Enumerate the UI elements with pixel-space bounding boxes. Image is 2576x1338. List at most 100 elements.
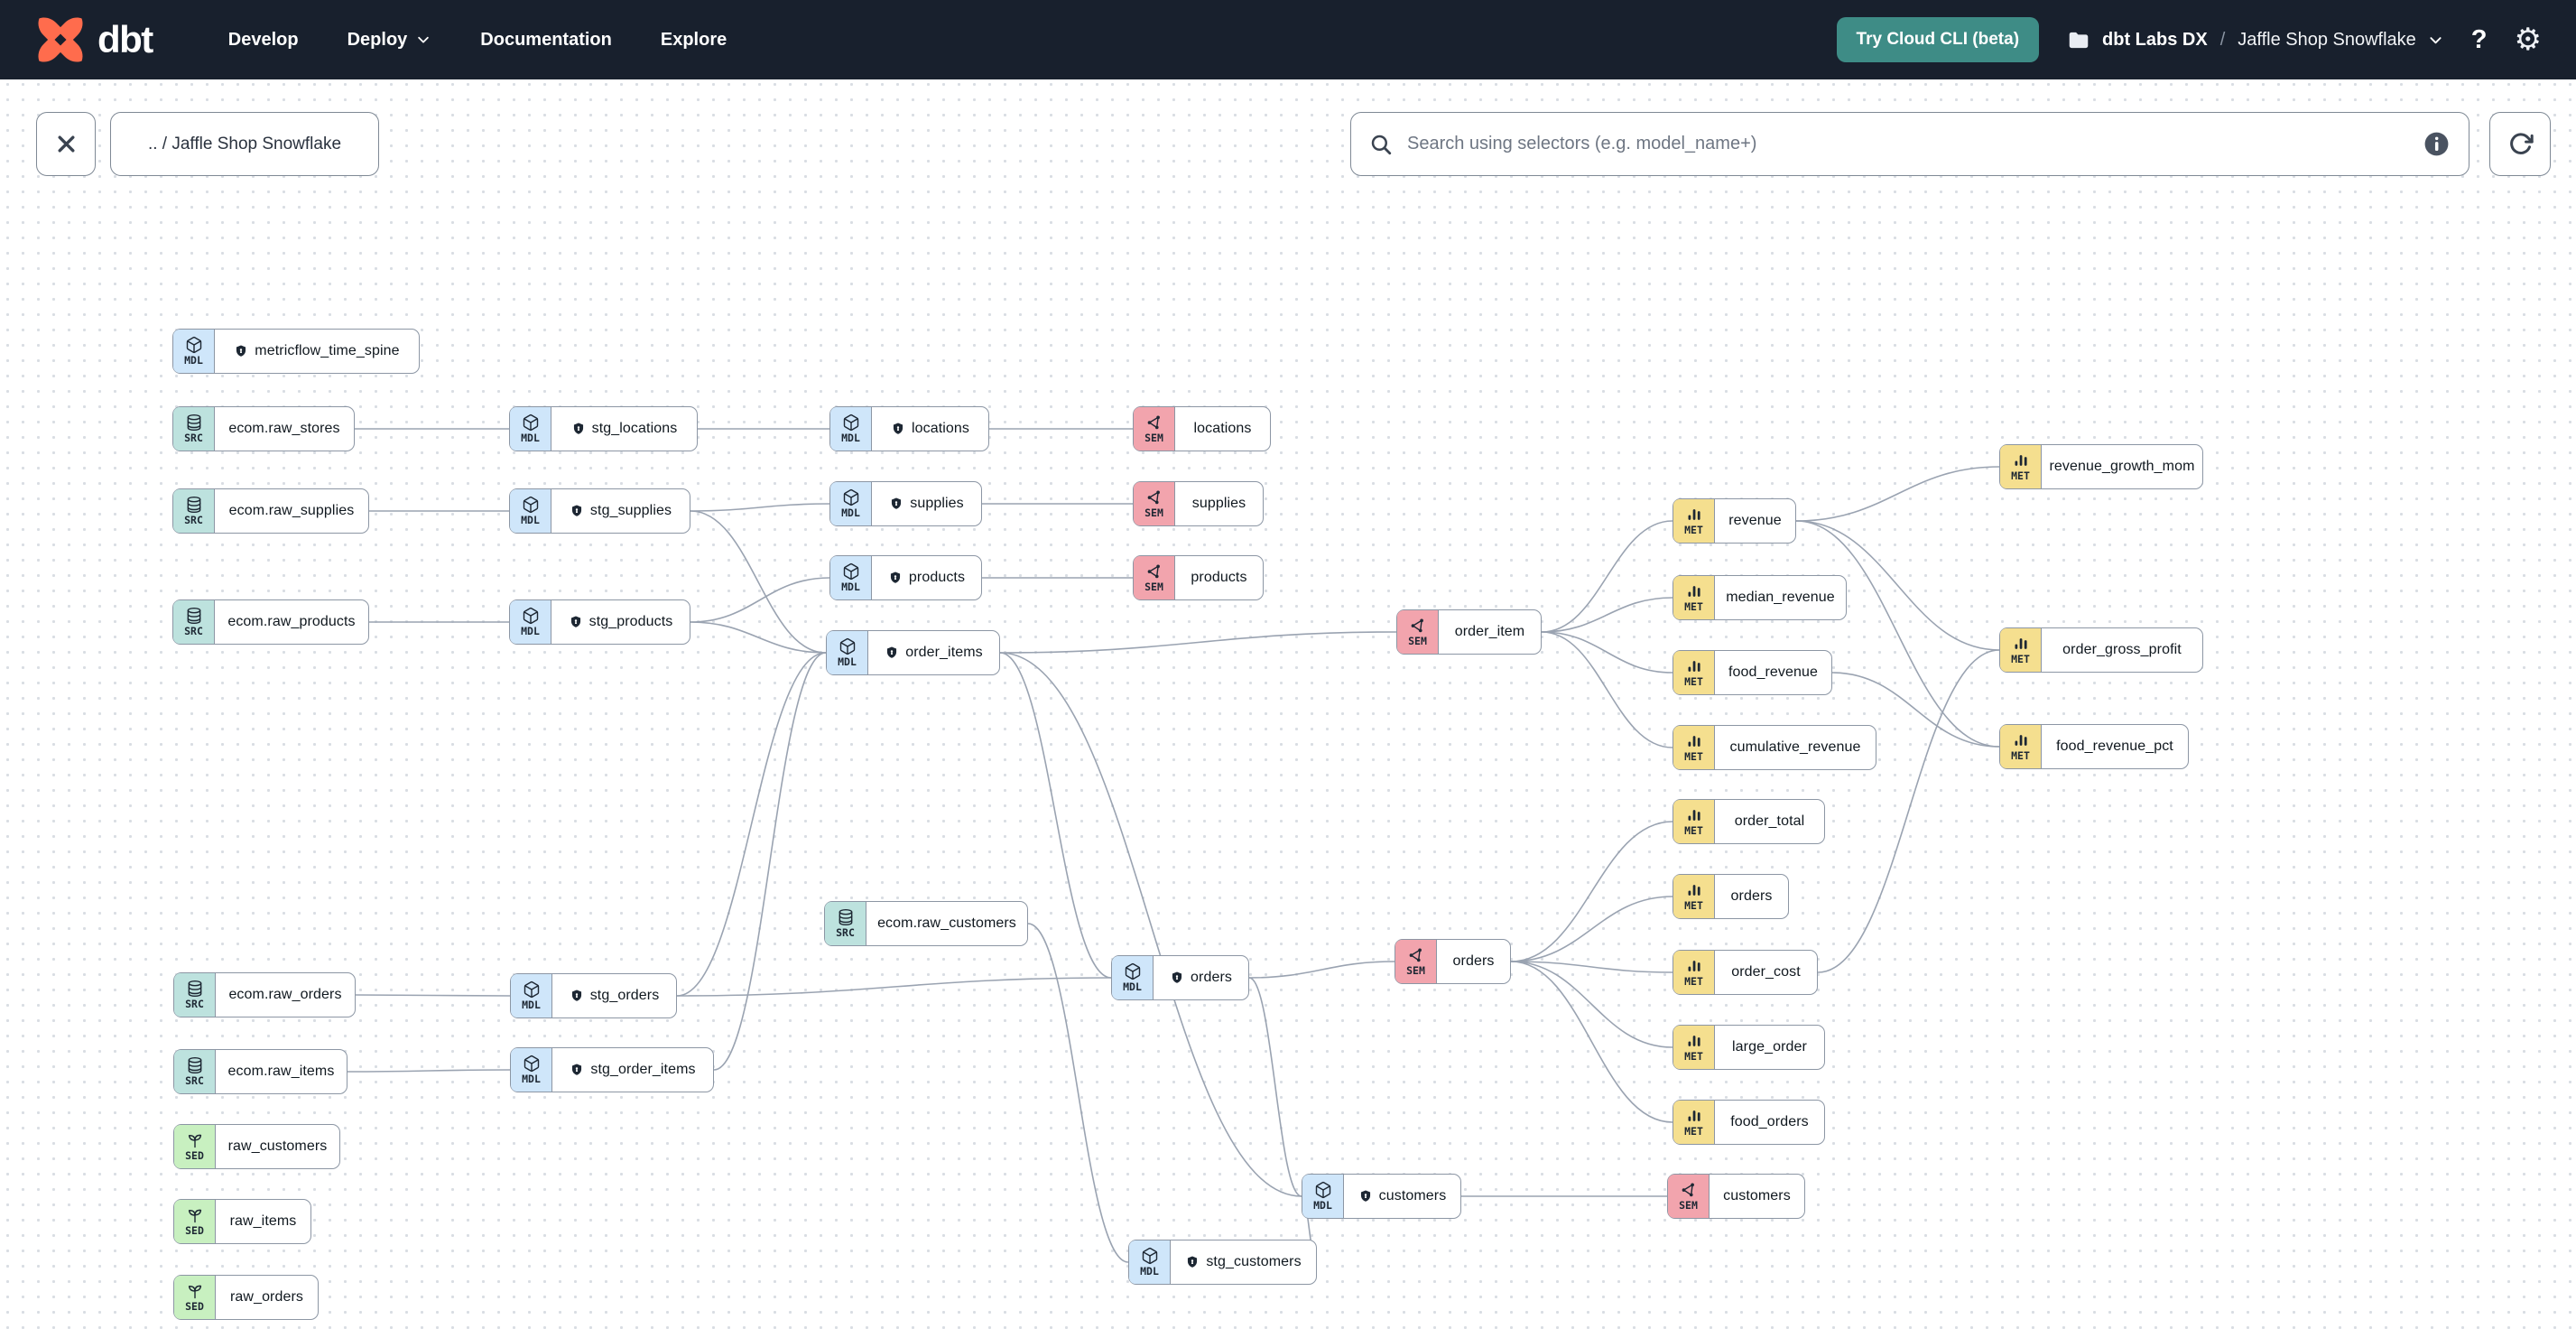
node-label: supplies	[1191, 496, 1246, 511]
node-label-area: order_items	[868, 631, 999, 674]
project-switcher[interactable]: dbt Labs DX / Jaffle Shop Snowflake	[2066, 27, 2444, 52]
shield-icon	[569, 615, 583, 629]
nav-link-label: Deploy	[347, 29, 408, 50]
edge-stg_supplies-order_items	[690, 510, 827, 654]
node-label: customers	[1378, 1188, 1447, 1203]
edge-met_order_cost-met_order_gross_profit	[1817, 649, 2000, 973]
info-icon[interactable]	[2423, 130, 2451, 158]
breadcrumb[interactable]: .. / Jaffle Shop Snowflake	[110, 112, 379, 176]
shield-icon	[888, 571, 903, 585]
node-label: customers	[1723, 1188, 1791, 1203]
selector-search[interactable]	[1350, 112, 2469, 176]
cube-icon	[842, 562, 860, 581]
edge-ecom_raw_customers-stg_customers	[1027, 923, 1129, 1263]
gear-icon[interactable]: ⚙	[2514, 23, 2542, 57]
cube-icon	[523, 1055, 541, 1073]
node-label: products	[1191, 570, 1247, 585]
node-label: orders	[1191, 970, 1232, 985]
breadcrumb-text: .. / Jaffle Shop Snowflake	[147, 134, 342, 153]
edge-ecom_raw_items-stg_order_items	[347, 1069, 511, 1073]
node-label-area: products	[872, 556, 981, 599]
help-icon[interactable]: ?	[2470, 24, 2488, 54]
dbt-logo[interactable]: dbt	[34, 14, 153, 66]
node-label: order_gross_profit	[2062, 642, 2182, 657]
node-label-area: locations	[872, 407, 988, 451]
close-lineage-button[interactable]	[36, 112, 96, 176]
node-type-badge-met: MET	[2000, 445, 2042, 488]
cube-icon	[842, 488, 860, 506]
edge-sem_orders-met_order_total	[1510, 821, 1673, 962]
node-type-badge-sed: SED	[174, 1276, 216, 1319]
nav-link-deploy[interactable]: Deploy	[347, 30, 432, 51]
cube-icon	[522, 607, 540, 625]
seed-icon	[186, 1206, 204, 1224]
search-input[interactable]	[1405, 133, 2410, 155]
node-label-area: revenue_growth_mom	[2042, 445, 2202, 488]
node-type-label: MDL	[521, 514, 540, 527]
nav-link-documentation[interactable]: Documentation	[480, 30, 612, 51]
node-label: products	[908, 570, 966, 585]
node-type-label: MDL	[841, 506, 860, 520]
brand-name: dbt	[97, 18, 153, 60]
top-nav: dbt Develop Deploy Documentation Explore Tr…	[0, 0, 2576, 79]
edge-stg_orders-order_items	[676, 652, 827, 997]
node-label-area: metricflow_time_spine	[215, 330, 419, 373]
try-cloud-cli-button[interactable]: Try Cloud CLI (beta)	[1836, 17, 2040, 62]
node-type-badge-met: MET	[1673, 651, 1715, 694]
node-type-label: MET	[1684, 600, 1703, 614]
node-label-area: food_revenue	[1715, 651, 1831, 694]
node-type-label: SEM	[1408, 635, 1427, 648]
nav-link-explore[interactable]: Explore	[661, 30, 727, 51]
node-label-area: large_order	[1715, 1026, 1824, 1069]
node-type-badge-met: MET	[1673, 1026, 1715, 1069]
metric-icon	[1685, 1032, 1703, 1050]
nav-link-label: Documentation	[480, 29, 612, 50]
node-label: ecom.raw_stores	[228, 421, 340, 436]
nav-link-develop[interactable]: Develop	[228, 30, 299, 51]
node-label: cumulative_revenue	[1729, 739, 1861, 755]
metric-icon	[2012, 635, 2030, 653]
refresh-button[interactable]	[2489, 112, 2551, 176]
